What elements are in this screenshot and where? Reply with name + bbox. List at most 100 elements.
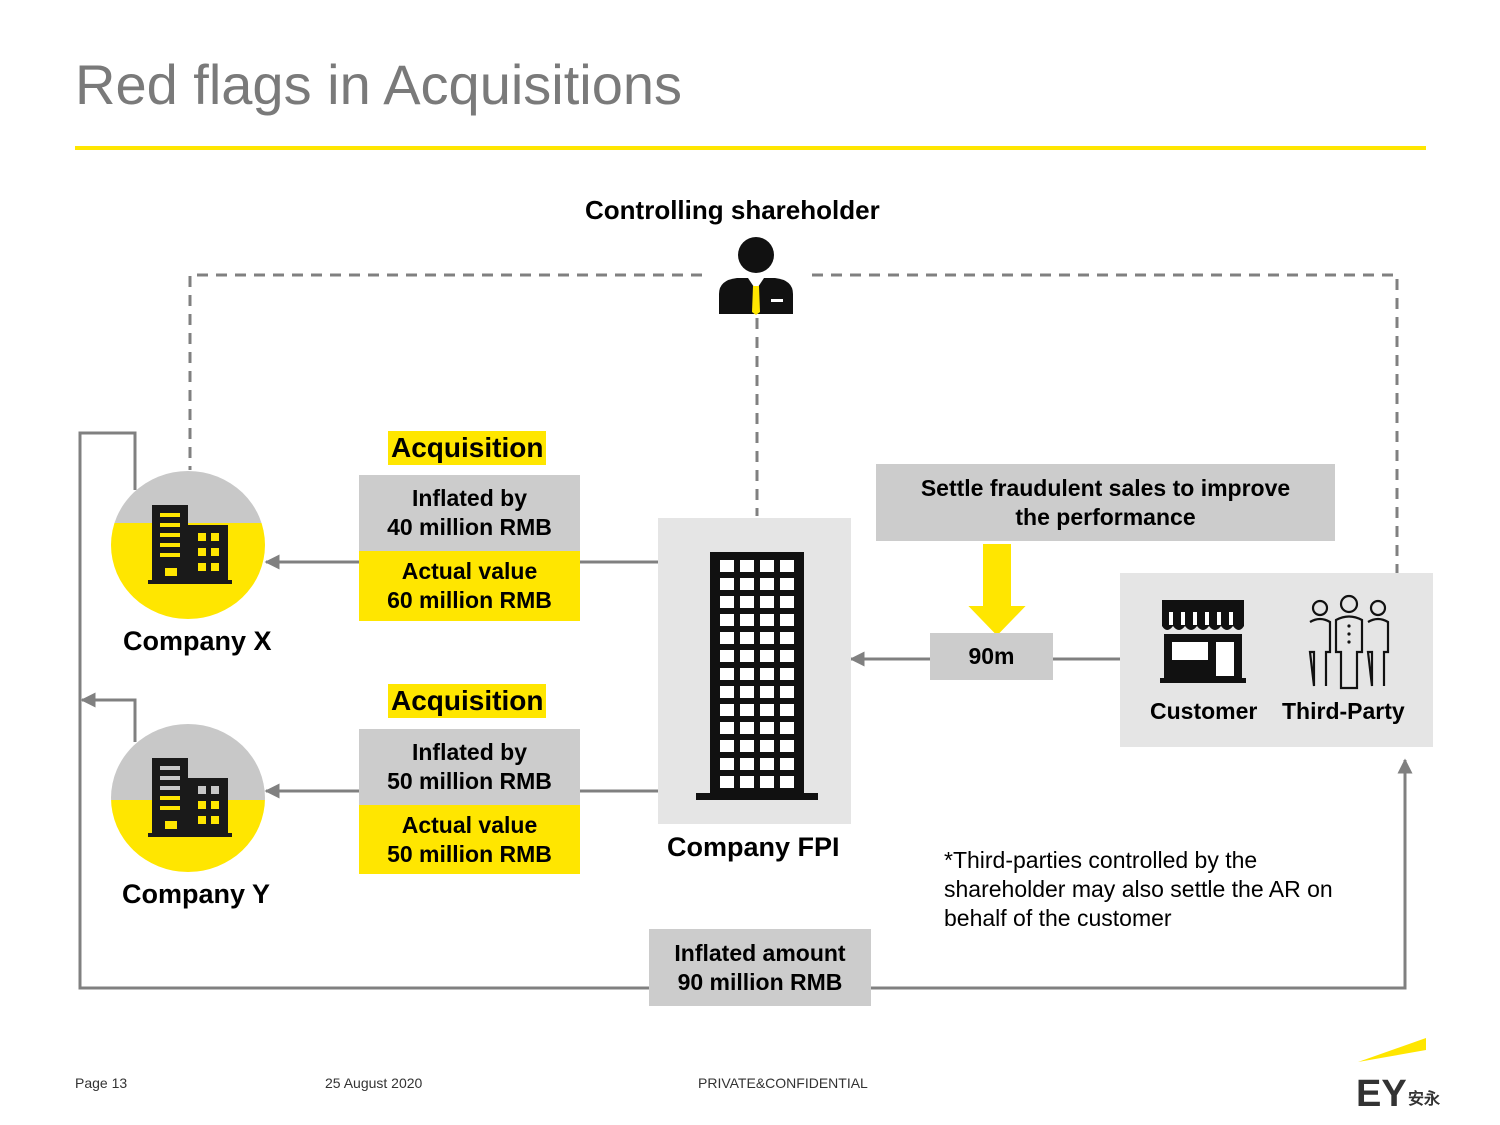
third-party-note: *Third-parties controlled by the shareho…: [944, 847, 1333, 931]
amount-90m-text: 90m: [968, 643, 1015, 669]
page-number: Page 13: [75, 1075, 128, 1091]
skyscraper-window: [740, 740, 754, 752]
skyscraper-window: [780, 722, 794, 734]
skyscraper-window: [760, 596, 774, 608]
skyscraper-window: [740, 560, 754, 572]
skyscraper-window: [760, 614, 774, 626]
company-x-building-icon: [111, 471, 265, 619]
skyscraper-window: [740, 776, 754, 788]
skyscraper-window: [760, 560, 774, 572]
skyscraper-window: [740, 704, 754, 716]
acquisition-x-actual-line1: Actual value: [401, 558, 538, 584]
acquisition-x-label: Acquisition: [388, 431, 547, 465]
skyscraper-window: [720, 650, 734, 662]
skyscraper-window: [720, 614, 734, 626]
skyscraper-window: [780, 632, 794, 644]
skyscraper-window: [740, 668, 754, 680]
skyscraper-window: [740, 614, 754, 626]
skyscraper-window: [780, 560, 794, 572]
skyscraper-window: [760, 632, 774, 644]
inflated-amount-line1: Inflated amount: [674, 939, 846, 966]
skyscraper-window: [740, 758, 754, 770]
skyscraper-window: [760, 722, 774, 734]
svg-text:安永: 安永: [1408, 1089, 1440, 1108]
acquisition-y-inflated-line1: Inflated by: [411, 739, 527, 765]
skyscraper-window: [740, 632, 754, 644]
page-title: Red flags in Acquisitions: [75, 53, 683, 116]
controlling-shareholder-label: Controlling shareholder: [585, 195, 880, 225]
skyscraper-window: [740, 722, 754, 734]
third-party-label: Third-Party: [1282, 698, 1405, 724]
skyscraper-window: [720, 578, 734, 590]
dashed-line-to-third-party: [812, 273, 1399, 578]
acquisition-y-actual-line2: 50 million RMB: [387, 840, 552, 867]
customer-label: Customer: [1150, 698, 1258, 724]
person-icon: [719, 237, 793, 315]
skyscraper-window: [760, 758, 774, 770]
acquisition-x-actual-box: Actual value 60 million RMB: [359, 551, 580, 621]
skyscraper-window: [760, 650, 774, 662]
skyscraper-window: [780, 614, 794, 626]
company-fpi-panel: [658, 518, 851, 824]
skyscraper-window: [780, 704, 794, 716]
skyscraper-window: [740, 596, 754, 608]
skyscraper-window: [780, 740, 794, 752]
skyscraper-window: [740, 578, 754, 590]
company-x-label: Company X: [123, 626, 272, 656]
skyscraper-window: [740, 686, 754, 698]
skyscraper-window: [720, 704, 734, 716]
loop-line-company-x: [78, 431, 1413, 990]
skyscraper-window: [780, 668, 794, 680]
acquisition-y-inflated-line2: 50 million RMB: [387, 768, 552, 794]
acquisition-y-label: Acquisition: [388, 684, 547, 718]
down-arrow-icon: [964, 543, 1030, 638]
company-y-building-icon: [111, 724, 265, 872]
amount-90m-box: 90m: [930, 633, 1053, 680]
skyscraper-window: [760, 740, 774, 752]
acquisition-y-inflated-box: Inflated by 50 million RMB: [359, 729, 580, 805]
inflated-amount-line2: 90 million RMB: [677, 968, 843, 995]
skyscraper-window: [760, 686, 774, 698]
skyscraper-window: [760, 668, 774, 680]
skyscraper-window: [780, 758, 794, 770]
company-fpi-label: Company FPI: [667, 832, 840, 862]
skyscraper-window: [760, 578, 774, 590]
acquisition-x-inflated-box: Inflated by 40 million RMB: [359, 475, 580, 551]
loop-line-company-y: [80, 692, 137, 742]
skyscraper-window: [780, 650, 794, 662]
skyscraper-icon: [696, 552, 818, 800]
skyscraper-window: [720, 560, 734, 572]
title-rule: [75, 146, 1426, 150]
settle-line2: the performance: [1015, 503, 1196, 530]
skyscraper-window: [760, 704, 774, 716]
skyscraper-window: [720, 596, 734, 608]
people-icon: [1308, 594, 1390, 690]
skyscraper-window: [780, 686, 794, 698]
skyscraper-window: [720, 632, 734, 644]
skyscraper-window: [720, 776, 734, 788]
ey-logo: EY 安永: [1356, 1038, 1440, 1110]
skyscraper-window: [740, 650, 754, 662]
acquisition-x-actual-line2: 60 million RMB: [387, 587, 552, 613]
svg-text:EY: EY: [1356, 1073, 1407, 1110]
company-y-label: Company Y: [122, 879, 271, 909]
skyscraper-window: [720, 740, 734, 752]
skyscraper-window: [720, 668, 734, 680]
acquisition-x-inflated-line2: 40 million RMB: [387, 514, 552, 540]
settle-line1: Settle fraudulent sales to improve: [920, 474, 1291, 501]
store-icon: [1160, 600, 1246, 683]
footer-date: 25 August 2020: [325, 1075, 423, 1091]
acquisition-x-inflated-line1: Inflated by: [411, 485, 527, 511]
acquisition-y-actual-line1: Actual value: [401, 811, 538, 838]
skyscraper-window: [720, 686, 734, 698]
confidential-label: PRIVATE&CONFIDENTIAL: [698, 1075, 868, 1091]
skyscraper-window: [780, 578, 794, 590]
skyscraper-window: [720, 722, 734, 734]
skyscraper-window: [760, 776, 774, 788]
skyscraper-window: [780, 596, 794, 608]
skyscraper-window: [780, 776, 794, 788]
